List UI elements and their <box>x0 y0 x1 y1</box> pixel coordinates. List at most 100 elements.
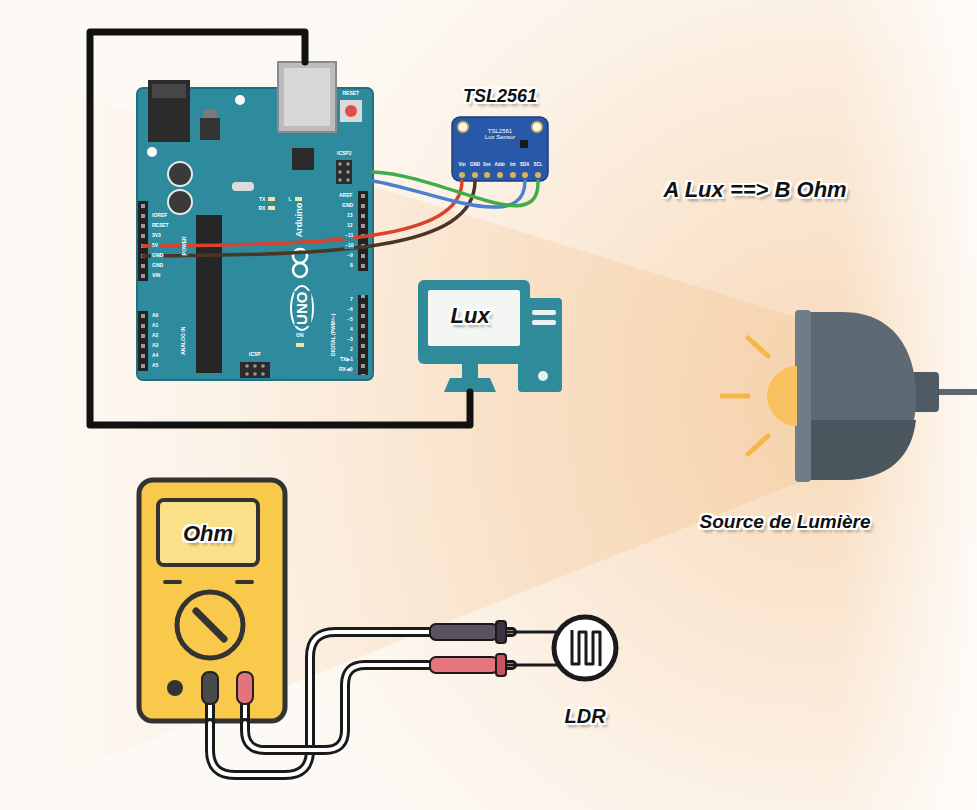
light-ray <box>748 436 768 454</box>
dial-pointer <box>196 611 224 639</box>
screen-text: Lux <box>451 304 490 328</box>
light-sensor-chip <box>520 140 528 148</box>
multimeter-display: Ohm <box>183 522 233 546</box>
pin-label: RESET <box>342 91 361 97</box>
pin-label: 5V <box>151 243 159 249</box>
header-pin <box>346 162 350 166</box>
usb-connector <box>278 62 336 132</box>
sensor-pin <box>459 172 465 178</box>
analog-header <box>138 311 148 371</box>
multimeter: Ohm <box>137 478 287 723</box>
pin-label: RX◀0 <box>338 367 354 373</box>
lamp-bulb <box>767 366 797 426</box>
pin-label: A3 <box>151 343 159 349</box>
mount-hole <box>235 95 245 105</box>
pin-label: SDA <box>519 163 531 168</box>
probe-tip <box>504 631 558 634</box>
probe-handle <box>430 657 498 673</box>
pin-label: 2 <box>349 347 354 353</box>
on-led <box>296 343 304 347</box>
sensor-pin <box>472 172 478 178</box>
pin-label: ~9 <box>346 253 354 259</box>
pin-label: 12 <box>346 223 354 229</box>
power-header-pins <box>138 201 148 281</box>
probe-guard <box>496 621 506 643</box>
monitor-neck <box>462 364 478 379</box>
digital-header-pins <box>358 295 368 375</box>
pin-label: 4 <box>349 327 354 333</box>
computer: Lux <box>418 280 562 392</box>
black-plug <box>202 672 218 704</box>
ldr-label: LDR <box>565 705 606 727</box>
pin-label: ~3 <box>346 337 354 343</box>
ldr-track <box>572 630 600 666</box>
pin-label: 8 <box>349 263 354 269</box>
arduino-logo <box>293 263 307 277</box>
pin-label: 3V3 <box>151 233 162 239</box>
pin-label: A5 <box>151 363 159 369</box>
black-probe-lead-stroke <box>210 632 512 775</box>
pin-label: GND <box>151 263 164 269</box>
green-wire-stroke <box>373 172 538 206</box>
sensor-pin <box>484 172 490 178</box>
pin-label: DIGITAL (PWM=~) <box>331 313 337 357</box>
sensor-pin <box>497 172 503 178</box>
header-pin <box>261 364 265 368</box>
microcontroller <box>196 215 222 373</box>
uno-oval <box>291 286 313 330</box>
rx-led <box>268 206 275 210</box>
pin-label: GND <box>151 253 164 259</box>
red-probe-lead-stroke <box>245 665 512 750</box>
pin-label: TX▶1 <box>339 357 354 363</box>
monitor-screen <box>428 290 520 346</box>
sensor-heading: TSL2561 <box>463 87 537 107</box>
ldr: LDR <box>512 616 622 730</box>
reset-button-cap <box>345 105 357 117</box>
board-brand: Arduino <box>295 202 305 239</box>
pin-label: A1 <box>151 323 159 329</box>
probe-guard <box>496 654 506 676</box>
multimeter-drawing <box>139 480 285 723</box>
probe-tip <box>504 664 559 667</box>
crystal <box>232 182 254 191</box>
jack <box>167 680 183 696</box>
regulator <box>200 118 220 140</box>
green-wire <box>373 172 538 206</box>
lux-sensor-drawing <box>452 117 548 181</box>
black-probe-lead-stroke <box>210 632 512 775</box>
header-pin <box>245 372 249 376</box>
pin-label: ~6 <box>346 307 354 313</box>
pin-label: ANALOG IN <box>181 326 187 356</box>
pin-label: ICSP <box>248 352 262 358</box>
red-plug <box>237 672 253 704</box>
header-pin <box>338 170 342 174</box>
multimeter-mark <box>237 580 252 584</box>
mount-hole <box>458 122 468 132</box>
pin-label: Vin <box>458 163 467 168</box>
sensor-silkscreen: TSL2561 Lux Sensor <box>483 128 517 141</box>
sensor-pcb <box>452 117 548 181</box>
pin-label: SCL <box>533 163 544 168</box>
monitor-frame <box>418 280 530 364</box>
header-pin <box>338 162 342 166</box>
board-model: UNO <box>294 290 311 325</box>
pin-label: IOREF <box>151 213 168 219</box>
sensor-pin <box>510 172 516 178</box>
pin-label: ON <box>295 333 305 339</box>
power-jack-top <box>152 84 186 98</box>
capacitor <box>168 190 192 214</box>
pin-label: ICSP2 <box>336 151 352 157</box>
pin-label: 7 <box>349 297 354 303</box>
tx-led <box>268 197 275 201</box>
pin-label: TX <box>258 197 266 203</box>
pin-label: A0 <box>151 313 159 319</box>
power-header <box>138 201 148 281</box>
black-probe-lead <box>210 632 512 775</box>
sensor-pin <box>535 172 541 178</box>
lamp-cord <box>935 389 977 395</box>
